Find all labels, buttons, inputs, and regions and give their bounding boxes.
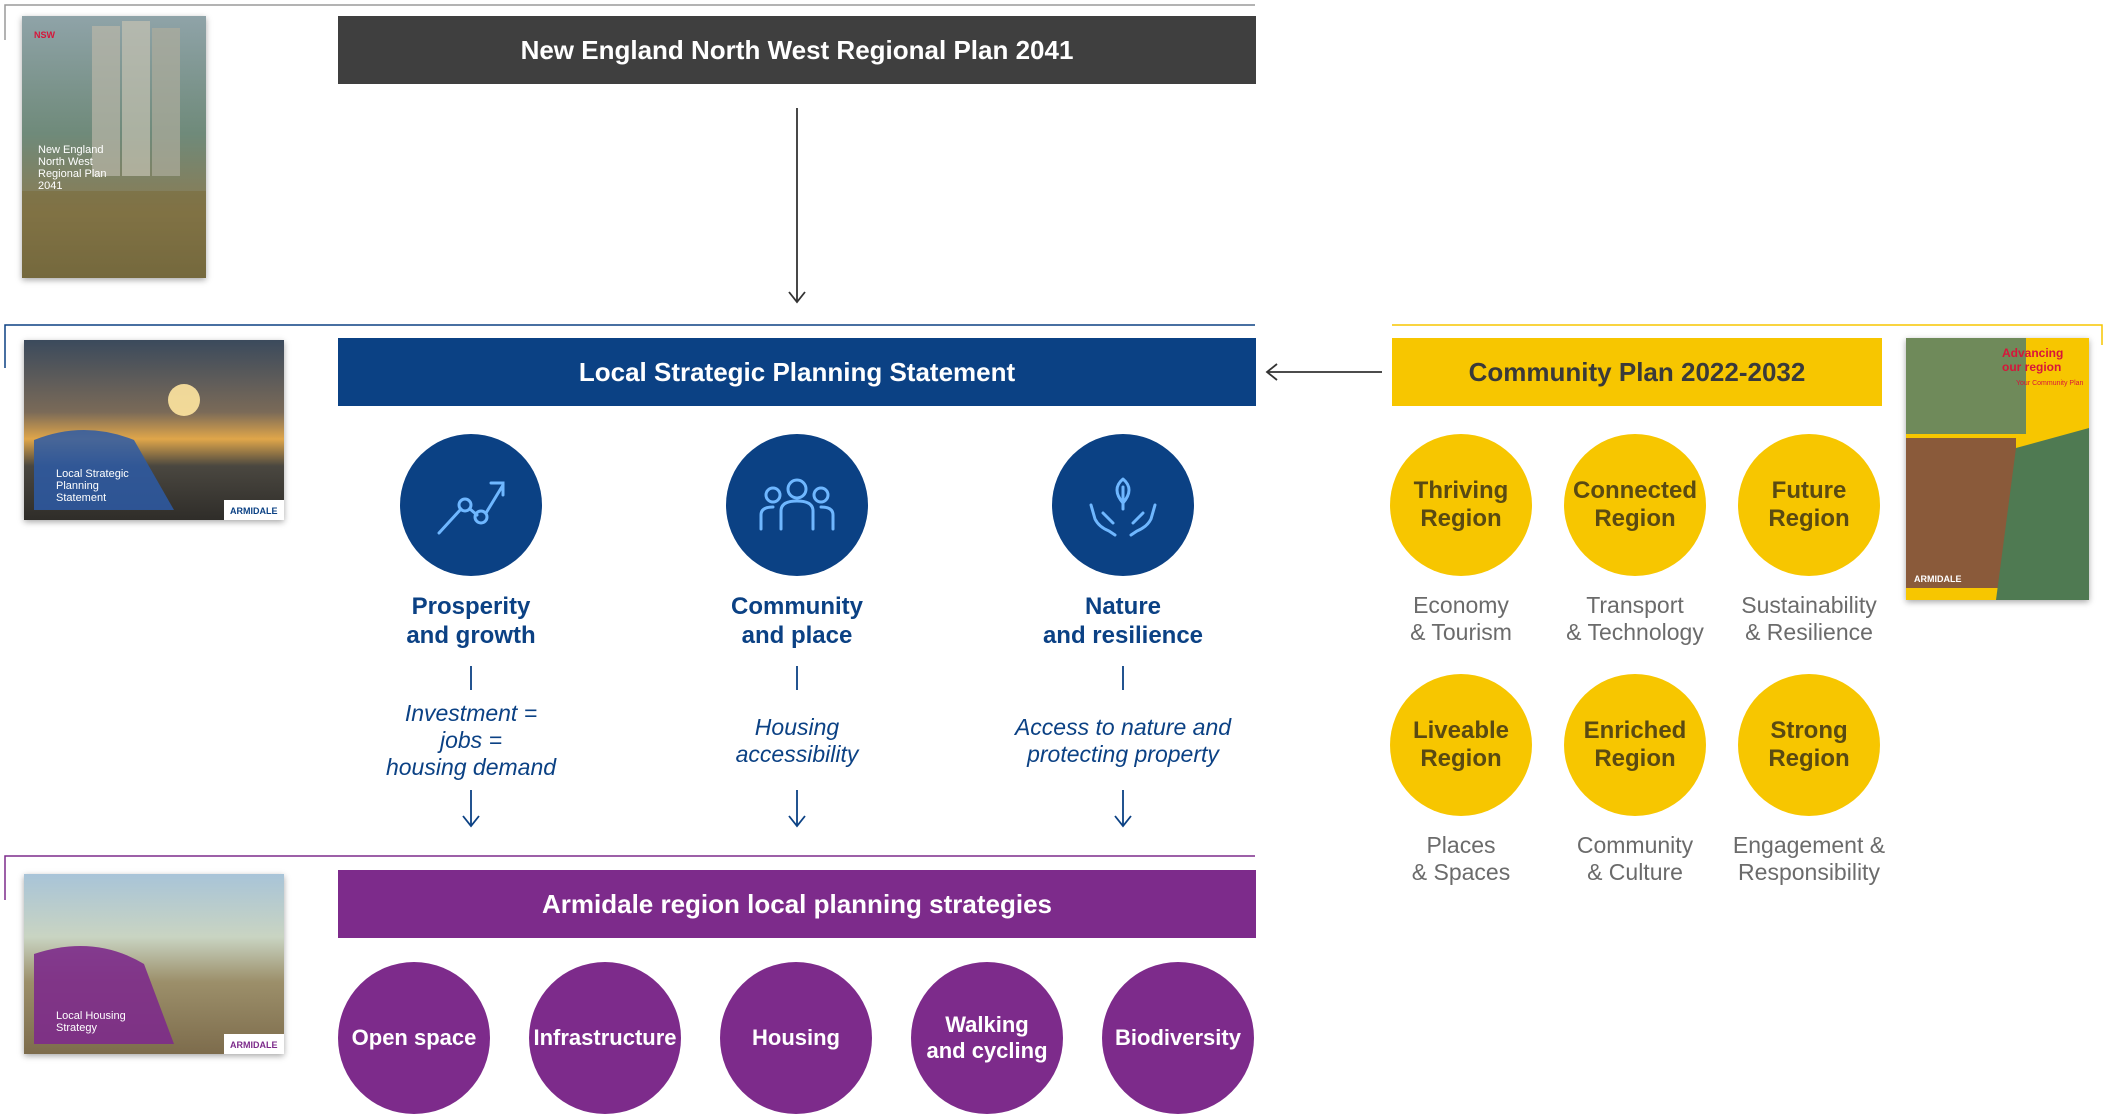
lsps-banner: Local Strategic Planning Statement xyxy=(338,338,1256,406)
arrow-left-icon xyxy=(1265,363,1382,381)
regional-plan-cover-image: NSW New England North West Regional Plan… xyxy=(22,16,206,278)
region-caption-thriving: Economy & Tourism xyxy=(1410,592,1512,645)
local-strategies-banner: Armidale region local planning strategie… xyxy=(338,870,1256,938)
community-plan-cover-subtitle: Your Community Plan xyxy=(2016,380,2084,387)
lsps-divider-line xyxy=(4,324,1255,368)
strategies-divider-line xyxy=(4,855,1255,900)
strategy-biodiversity: Biodiversity xyxy=(1102,962,1254,1114)
growth-chart-icon xyxy=(437,481,505,535)
region-circle-future: Future Region xyxy=(1738,434,1880,576)
town-artwork-icon xyxy=(34,946,284,1054)
region-caption-liveable: Places & Spaces xyxy=(1411,832,1511,885)
pillar-title-prosperity: Prosperity and growth xyxy=(406,593,536,649)
arrow-down-icon xyxy=(788,108,806,304)
lsps-cover-image: Local Strategic Planning Statement ARMID… xyxy=(24,340,284,520)
regional-plan-title: New England North West Regional Plan 204… xyxy=(520,34,1074,65)
community-divider-line xyxy=(1392,324,2103,345)
regional-plan-banner: New England North West Regional Plan 204… xyxy=(338,16,1256,84)
armidale-logo: ARMIDALE xyxy=(230,506,278,516)
regional-divider-line xyxy=(4,4,1255,40)
region-caption-strong: Engagement & Responsibility xyxy=(1732,832,1886,885)
region-circle-thriving: Thriving Region xyxy=(1390,434,1532,576)
nsw-logo: NSW xyxy=(34,30,55,40)
region-circle-liveable: Liveable Region xyxy=(1390,674,1532,816)
strategy-walking-cycling: Walking and cycling xyxy=(911,962,1063,1114)
community-plan-title: Community Plan 2022-2032 xyxy=(1468,356,1806,387)
pillar-title-community: Community and place xyxy=(731,593,863,649)
local-strategies-title: Armidale region local planning strategie… xyxy=(541,888,1052,919)
region-caption-enriched: Community & Culture xyxy=(1576,832,1694,885)
strategy-housing: Housing xyxy=(720,962,872,1114)
strategy-infrastructure: Infrastructure xyxy=(529,962,681,1114)
community-plan-cover-image: Advancing our region Your Community Plan… xyxy=(1906,338,2089,600)
region-circle-connected: Connected Region xyxy=(1564,434,1706,576)
pillar-connectors xyxy=(462,666,1132,828)
region-caption-future: Sustainability & Resilience xyxy=(1741,592,1877,645)
housing-strategy-cover-image: Local Housing Strategy ARMIDALE xyxy=(24,874,284,1054)
regional-plan-cover-title: New England North West Regional Plan 204… xyxy=(38,144,107,192)
hands-leaf-icon xyxy=(1089,477,1157,537)
pillar-title-nature: Nature and resilience xyxy=(1042,593,1204,649)
region-caption-connected: Transport & Technology xyxy=(1566,592,1704,645)
pillar-icon-nature xyxy=(1052,434,1194,576)
housing-strategy-cover-title: Local Housing Strategy xyxy=(56,1010,126,1034)
region-circle-strong: Strong Region xyxy=(1738,674,1880,816)
lsps-cover-title: Local Strategic Planning Statement xyxy=(56,468,129,504)
pillar-note-prosperity: Investment = jobs = housing demand xyxy=(385,700,557,780)
sunset-artwork-icon xyxy=(34,384,284,520)
lsps-title: Local Strategic Planning Statement xyxy=(578,356,1016,387)
pillar-icon-prosperity xyxy=(400,434,542,576)
community-plan-cover-title: Advancing our region xyxy=(2002,346,2064,374)
people-group-icon xyxy=(759,478,835,531)
region-circle-enriched: Enriched Region xyxy=(1564,674,1706,816)
community-plan-banner: Community Plan 2022-2032 xyxy=(1392,338,1882,406)
armidale-logo: ARMIDALE xyxy=(1914,574,1962,584)
pillar-note-community: Housing accessibility xyxy=(735,714,859,767)
silo-artwork-icon xyxy=(22,21,206,278)
strategy-open-space: Open space xyxy=(338,962,490,1114)
pillar-icon-community xyxy=(726,434,868,576)
armidale-logo: ARMIDALE xyxy=(230,1040,278,1050)
community-plan-artwork-icon xyxy=(1906,338,2089,600)
pillar-note-nature: Access to nature and protecting property xyxy=(1014,714,1232,767)
